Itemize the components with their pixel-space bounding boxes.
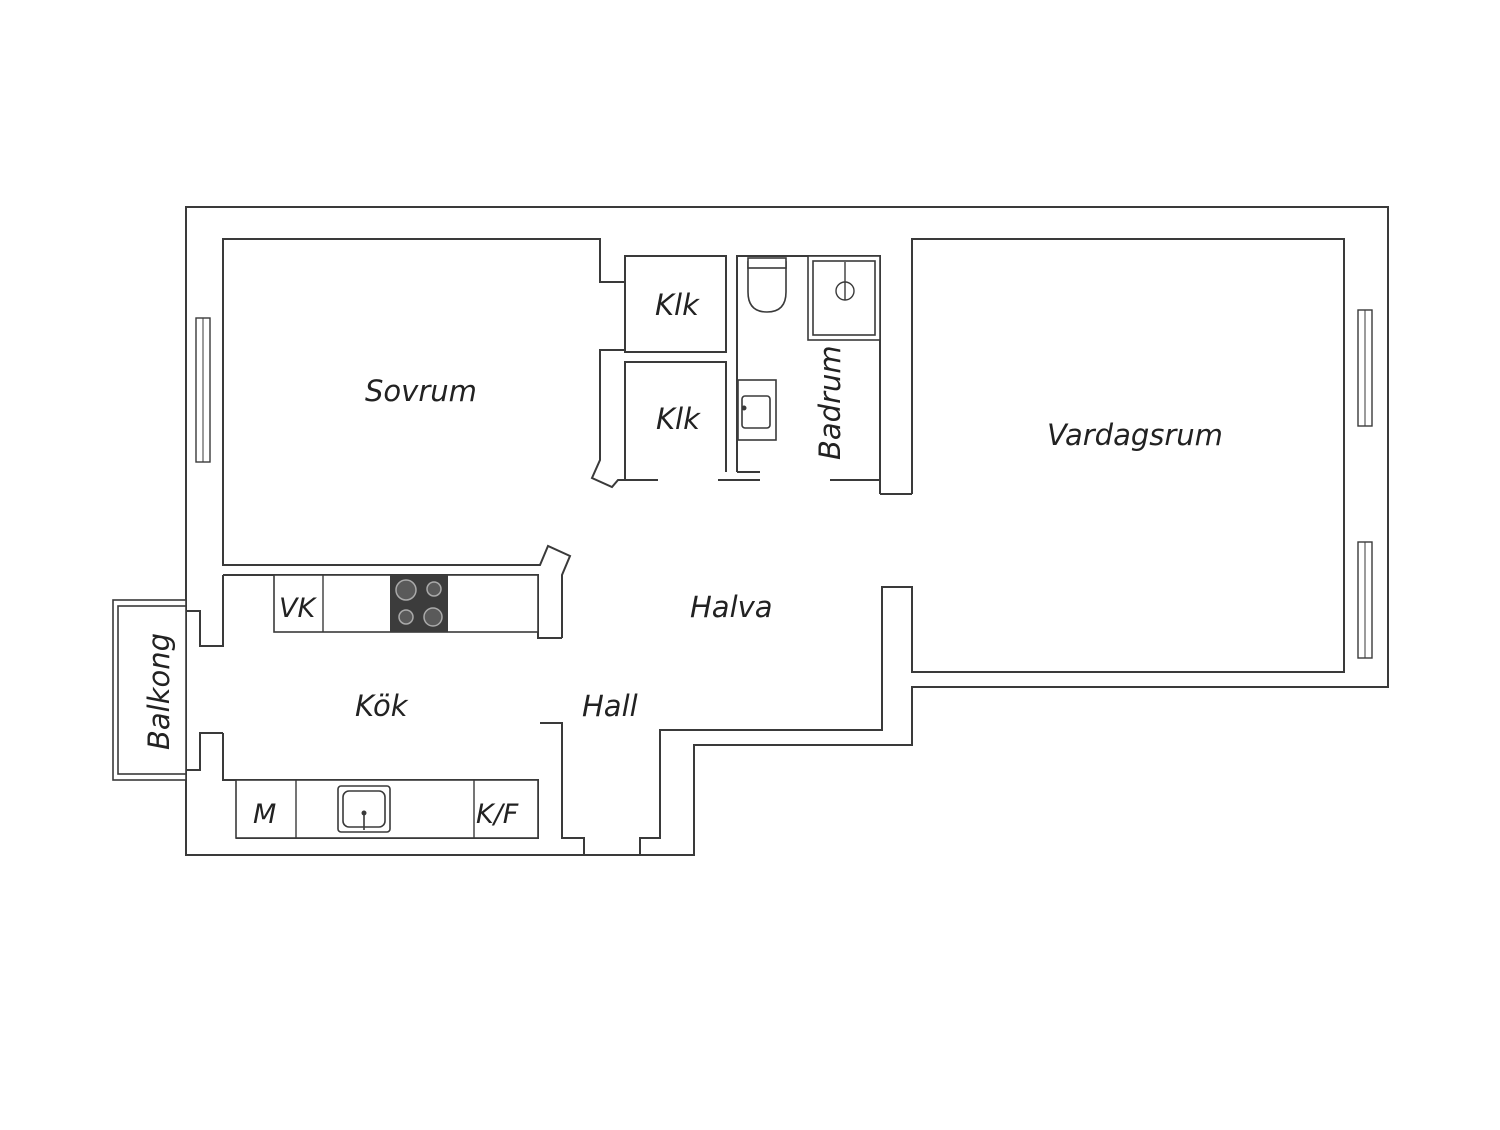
label-kok: Kök: [355, 689, 409, 723]
label-kf: K/F: [476, 799, 519, 830]
balcony-inner: [117, 605, 187, 775]
toilet-tank: [747, 257, 787, 269]
toilet: [747, 261, 787, 313]
label-vk: VK: [279, 593, 317, 624]
stove-burner-4: [423, 607, 443, 627]
label-hall: Hall: [582, 689, 638, 723]
label-klk-bottom: Klk: [656, 402, 701, 436]
closet-bottom: [624, 361, 760, 481]
label-sovrum: Sovrum: [365, 374, 477, 408]
label-halva: Halva: [690, 590, 773, 624]
stove-burner-2: [426, 581, 442, 597]
label-m: M: [253, 799, 276, 830]
label-vardagsrum: Vardagsrum: [1047, 418, 1223, 452]
label-klk-top: Klk: [655, 288, 700, 322]
label-balkong: Balkong: [142, 633, 176, 750]
vardagsrum-wall: [639, 238, 1345, 855]
hall-wall: [540, 722, 585, 855]
stove-burner-3: [398, 609, 414, 625]
washbasin-bowl: [741, 395, 771, 429]
closet-top: [624, 255, 727, 353]
washbasin-tap: [741, 405, 747, 411]
outer-wall: [185, 206, 1389, 856]
label-badrum: Badrum: [813, 345, 847, 460]
stove-burner-1: [395, 579, 417, 601]
